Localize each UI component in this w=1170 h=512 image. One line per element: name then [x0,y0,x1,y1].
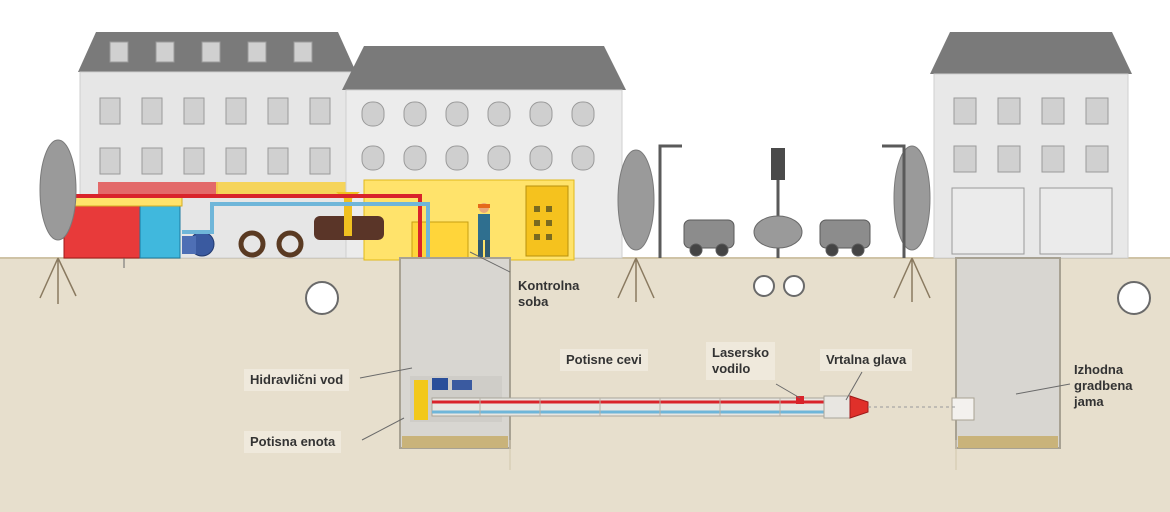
label-exit-pit: Izhodna gradbena jama [1074,362,1133,409]
planter-bush [753,215,803,249]
ground-hatch [509,440,957,470]
label-drill-head: Vrtalna glava [820,349,913,371]
traffic-light [771,148,785,180]
jacking-pipes [431,397,825,417]
leader-lines [123,251,1071,441]
pump [182,231,215,257]
launch-shaft [399,257,511,449]
building-right [930,32,1132,259]
label-laser-guide: Lasersko vodilo [706,342,776,380]
utility-pipes [305,275,1151,315]
label-jacking-pipes: Potisne cevi [560,349,648,371]
separation-tanks [61,195,183,259]
drill-head [823,395,869,419]
cars [683,219,871,257]
control-room-container [363,179,575,261]
label-control-room: Kontrolna soba [518,278,580,309]
tree-roots [39,257,931,304]
worker [478,203,490,258]
label-hydraulic-line: Hidravlični vod [244,369,350,391]
exit-shaft [951,257,1061,449]
label-jacking-unit: Potisna enota [244,431,342,453]
pipe-coil [238,230,304,258]
laser-target [796,396,804,404]
